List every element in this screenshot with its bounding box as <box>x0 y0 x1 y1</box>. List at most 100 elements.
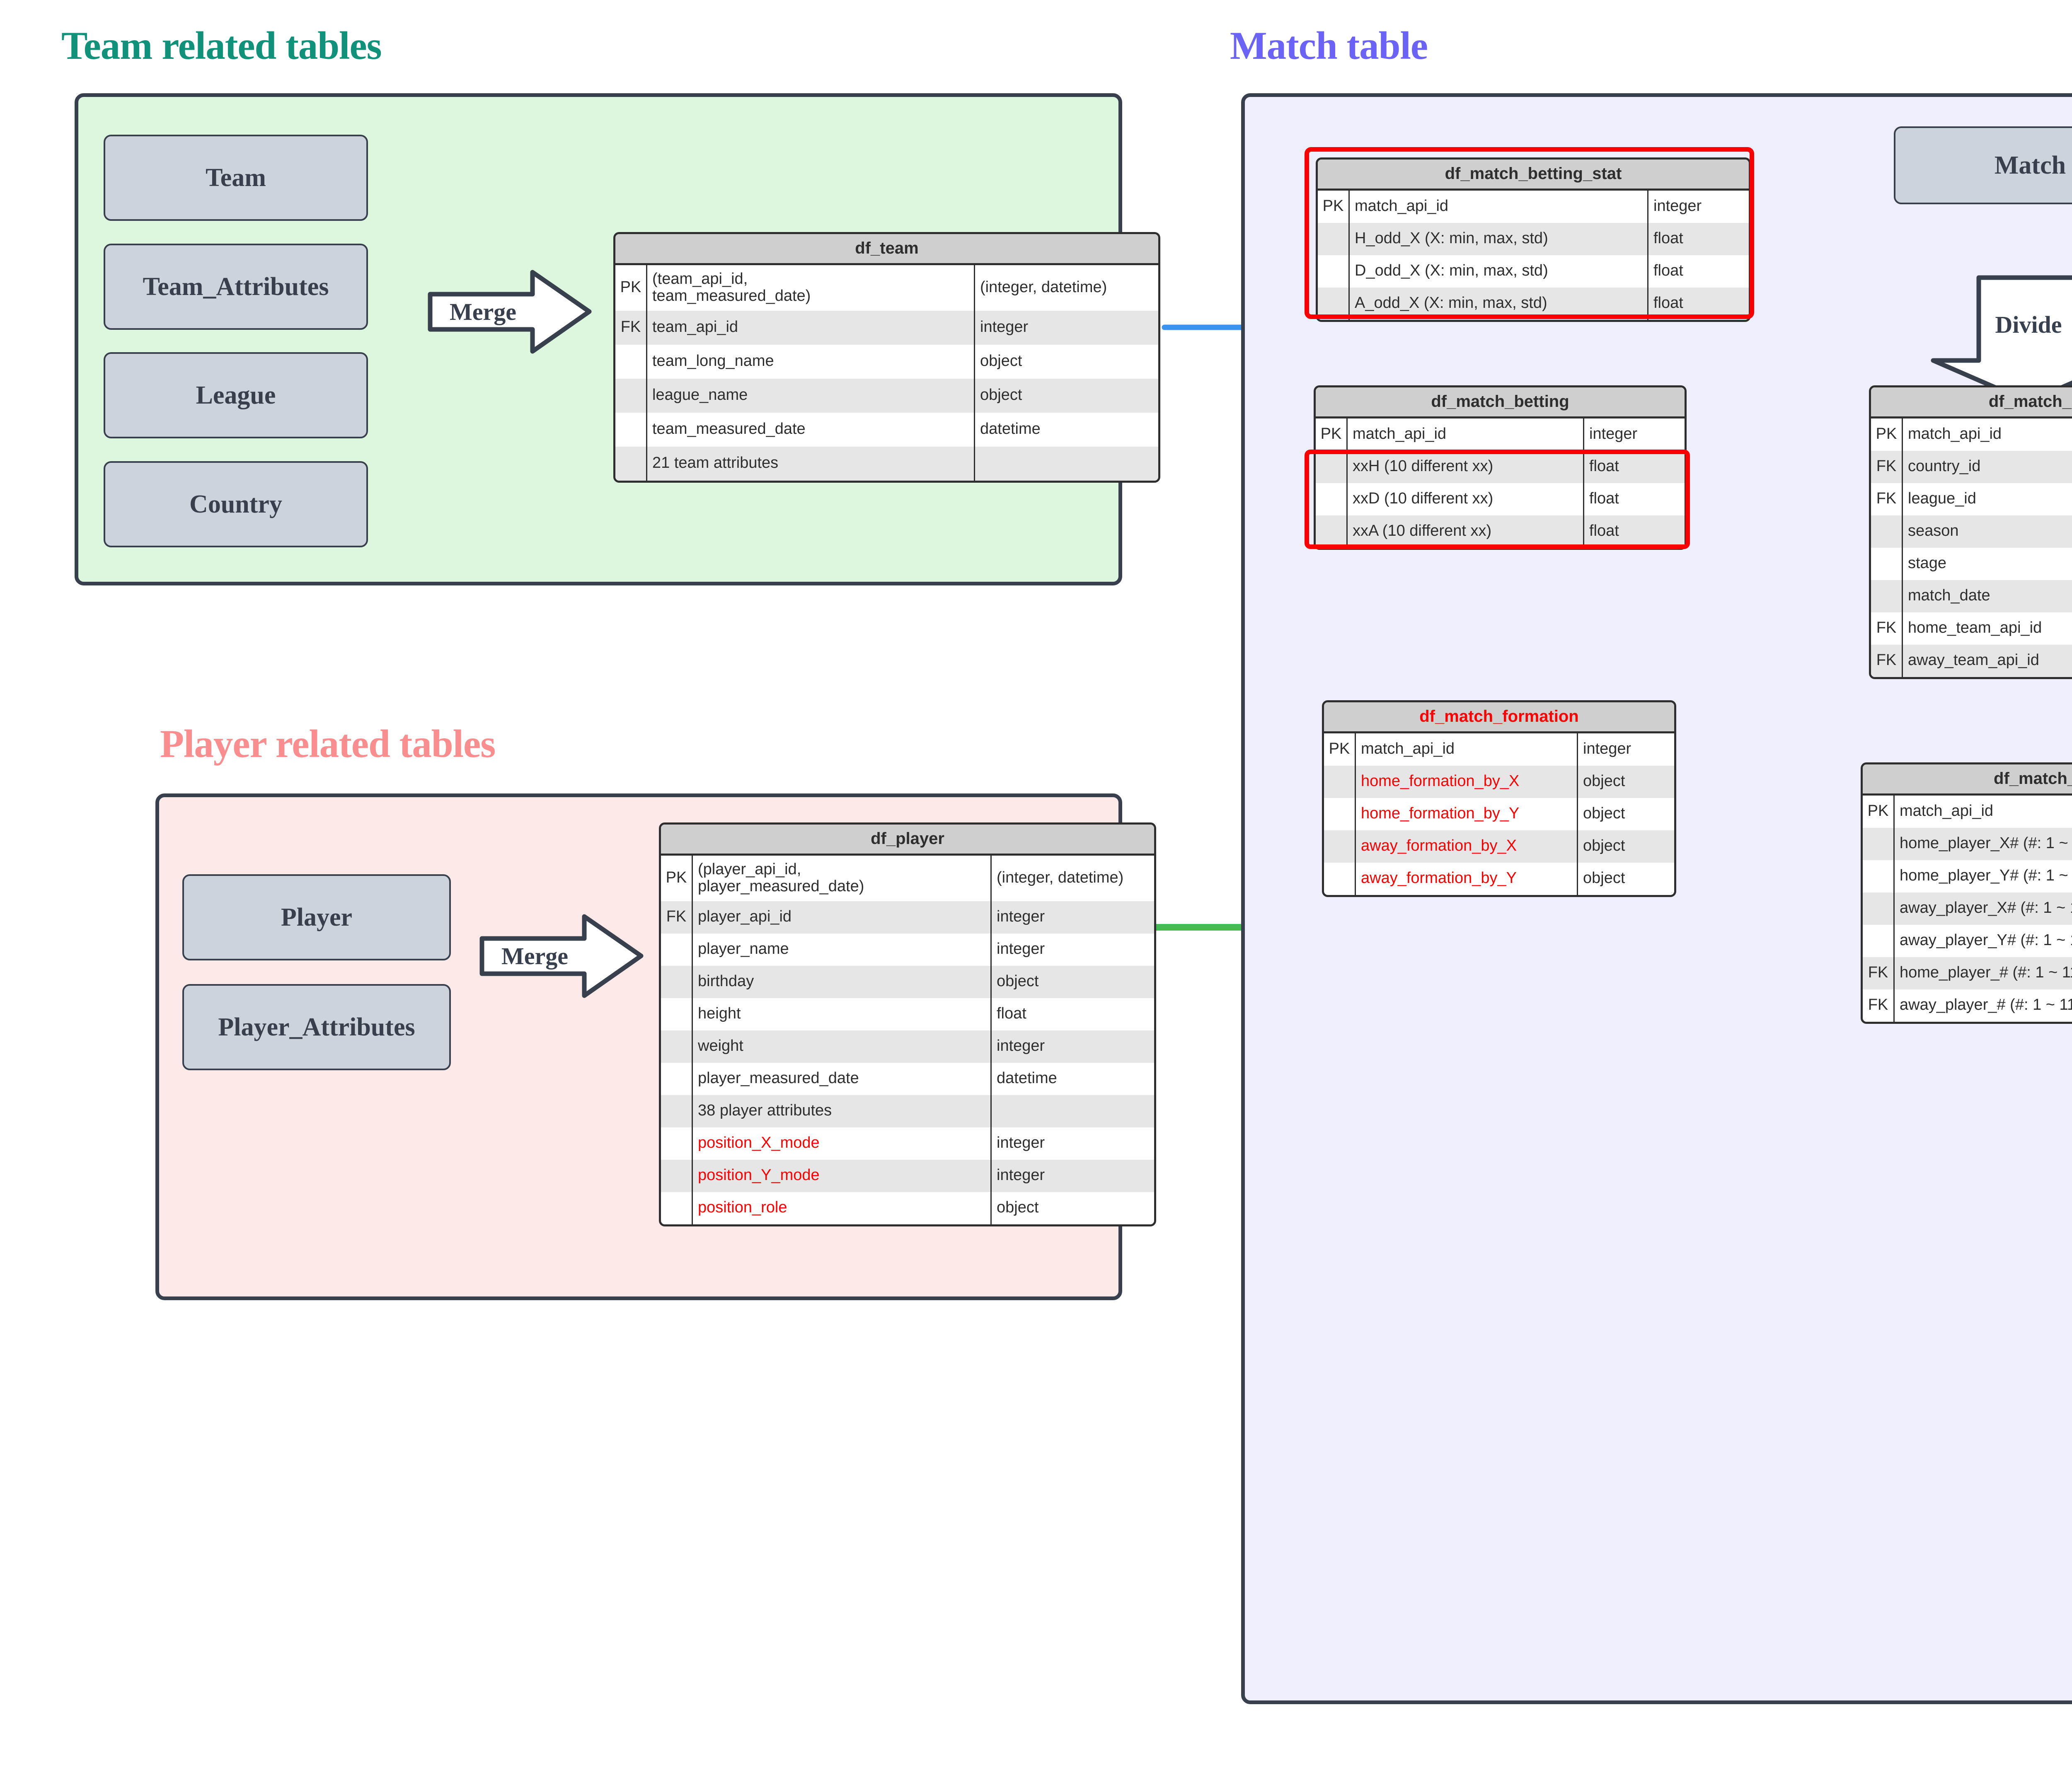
er-row-key <box>615 447 647 481</box>
entity-country[interactable]: Country <box>104 461 368 547</box>
er-row-key <box>661 1127 693 1160</box>
er-row-field: league_id <box>1908 490 1976 508</box>
er-row-key <box>1324 798 1356 830</box>
er-row-key: FK <box>1863 989 1895 1022</box>
er-row-key: PK <box>1316 418 1348 451</box>
er-row-type: integer <box>990 1127 1154 1160</box>
er-row-field: player_measured_date <box>698 1069 859 1087</box>
er-table-title: df_match_formation <box>1324 702 1674 733</box>
er-row-field: match_api_id <box>1908 425 2002 443</box>
entity-team-label: Team <box>206 163 266 192</box>
er-row-key: FK <box>1871 612 1903 645</box>
er-row-type: float <box>1583 483 1685 515</box>
er-table-title: df_player <box>661 825 1154 856</box>
er-row-key <box>1324 863 1356 895</box>
er-row-field: position_role <box>698 1199 787 1216</box>
er-row-key <box>1318 288 1350 320</box>
er-row-field: home_formation_by_Y <box>1361 805 1520 822</box>
divide-arrow-shape <box>1931 275 2072 404</box>
er-row-field: birthday <box>698 972 754 990</box>
entity-match[interactable]: Match <box>1894 126 2072 204</box>
entity-player[interactable]: Player <box>182 874 451 960</box>
er-row-key: PK <box>1324 733 1356 766</box>
er-row-field: home_player_# (#: 1 ~ 11) <box>1900 964 2072 982</box>
er-row-key <box>661 934 693 966</box>
er-table-row: xxH (10 different xx)float <box>1316 451 1685 483</box>
er-row-field: away_formation_by_X <box>1361 837 1517 855</box>
er-row-key <box>661 1063 693 1095</box>
er-row-type: object <box>1577 798 1674 830</box>
er-row-field: player_api_id <box>698 908 792 926</box>
er-row-field: match_api_id <box>1355 197 1449 215</box>
er-row-field: team_long_name <box>652 352 774 370</box>
er-table-title: df_match_betting <box>1316 387 1685 418</box>
er-row-type: float <box>1647 223 1749 255</box>
er-row-type: datetime <box>974 413 1158 447</box>
er-row-type: float <box>1583 451 1685 483</box>
player-section-title: Player related tables <box>160 722 496 766</box>
er-row-type: object <box>1577 766 1674 798</box>
er-row-type: integer <box>990 934 1154 966</box>
er-table-df_match_player[interactable]: df_match_playerPKmatch_api_idintegerhome… <box>1861 762 2072 1024</box>
er-table-title: df_match_player <box>1863 764 2072 796</box>
er-row-type: integer <box>990 901 1154 934</box>
er-row-field: match_date <box>1908 587 1990 605</box>
er-row-key <box>1863 828 1895 860</box>
er-row-type: object <box>1577 830 1674 863</box>
er-row-key <box>1863 892 1895 925</box>
er-table-row: xxD (10 different xx)float <box>1316 483 1685 515</box>
er-row-field: stage <box>1908 554 1946 572</box>
entity-league[interactable]: League <box>104 352 368 438</box>
er-row-field: home_player_X# (#: 1 ~ 11) <box>1900 834 2072 852</box>
er-table-row: H_odd_X (X: min, max, std)float <box>1318 223 1749 255</box>
er-row-field: match_api_id <box>1900 802 1994 820</box>
er-table-row: PK(team_api_id, team_measured_date)(inte… <box>615 265 1158 311</box>
er-row-key <box>615 379 647 413</box>
er-row-field: A_odd_X (X: min, max, std) <box>1355 294 1547 312</box>
er-row-key: FK <box>1863 957 1895 989</box>
er-row-key <box>661 966 693 998</box>
er-row-key <box>615 345 647 379</box>
entity-team[interactable]: Team <box>104 135 368 221</box>
er-row-type: float <box>1647 288 1749 320</box>
entity-team-attributes[interactable]: Team_Attributes <box>104 244 368 330</box>
er-row-key <box>1316 515 1348 548</box>
er-table-df_match_basic[interactable]: df_match_basicPKmatch_api_idintegerFKcou… <box>1869 385 2072 679</box>
er-row-field: team_measured_date <box>652 420 806 438</box>
er-row-field: home_player_Y# (#: 1 ~ 11) <box>1900 867 2072 885</box>
er-table-title: df_match_basic <box>1871 387 2072 418</box>
team-section-title: Team related tables <box>61 24 382 68</box>
er-row-type: float <box>990 998 1154 1030</box>
entity-player-attributes-label: Player_Attributes <box>218 1013 415 1041</box>
er-row-type: integer <box>1647 191 1749 223</box>
er-row-key: PK <box>1863 796 1895 828</box>
er-table-row: 38 player attributes <box>661 1095 1154 1127</box>
er-row-type: object <box>974 379 1158 413</box>
er-row-key <box>661 1030 693 1063</box>
entity-match-label: Match <box>1994 151 2066 179</box>
er-row-key <box>1871 548 1903 580</box>
er-row-key <box>1863 860 1895 892</box>
er-table-row: 21 team attributes <box>615 447 1158 481</box>
entity-team-attributes-label: Team_Attributes <box>143 272 329 301</box>
entity-player-attributes[interactable]: Player_Attributes <box>182 984 451 1070</box>
